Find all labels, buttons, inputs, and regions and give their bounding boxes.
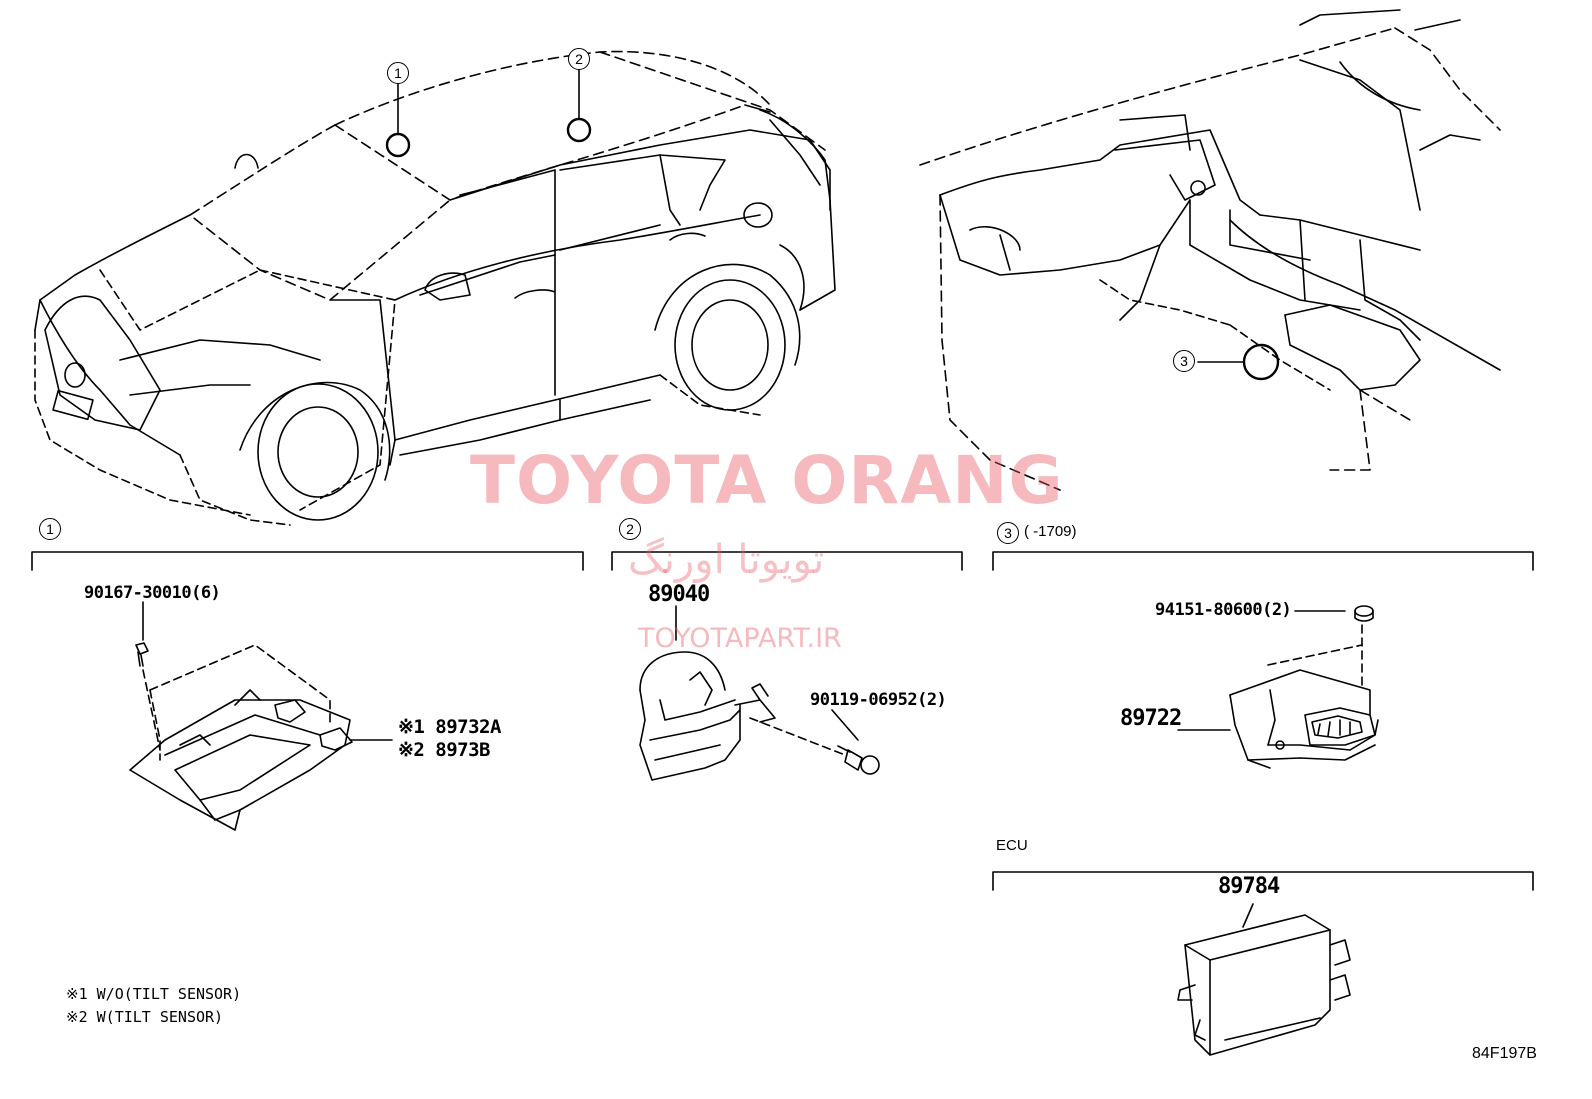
part-number-89040[interactable]: 89040 (648, 582, 710, 607)
part-number-94151-80600[interactable]: 94151-80600(2) (1155, 600, 1292, 620)
section-2-number: 2 (619, 518, 641, 540)
section2-artwork (639, 605, 880, 781)
watermark-url: TOYOTAPART.IR (638, 623, 842, 654)
diagram-code: 84F197B (1472, 1045, 1537, 1062)
section-3-range: ( -1709) (1024, 523, 1077, 540)
part-number-89784[interactable]: 89784 (1218, 874, 1280, 899)
footnote-2: ※2 W(TILT SENSOR) (66, 1008, 224, 1026)
watermark-persian: تویوتا اورنگ (628, 537, 825, 583)
section3-artwork (1177, 605, 1379, 769)
location-callout-1: 1 (387, 62, 409, 84)
location-callout-3: 3 (1173, 350, 1195, 372)
section-3-number: 3 (997, 522, 1019, 544)
section1-artwork (129, 601, 393, 831)
section-1-number: 1 (39, 518, 61, 540)
part-number-89732a[interactable]: ※1 89732A (398, 716, 501, 738)
part-number-89722[interactable]: 89722 (1120, 706, 1182, 731)
footnote-1: ※1 W/O(TILT SENSOR) (66, 985, 242, 1003)
part-number-90167-30010[interactable]: 90167-30010(6) (84, 583, 221, 603)
vehicle-illustration (34, 50, 836, 526)
interior-console-illustration (919, 9, 1501, 491)
watermark-title: TOYOTA ORANG (470, 442, 1064, 519)
ecu-artwork (1177, 903, 1351, 1056)
location-callout-2: 2 (568, 48, 590, 70)
part-number-8973b[interactable]: ※2 8973B (398, 739, 491, 761)
part-number-90119-06952[interactable]: 90119-06952(2) (810, 690, 947, 710)
ecu-section-label: ECU (996, 837, 1028, 854)
